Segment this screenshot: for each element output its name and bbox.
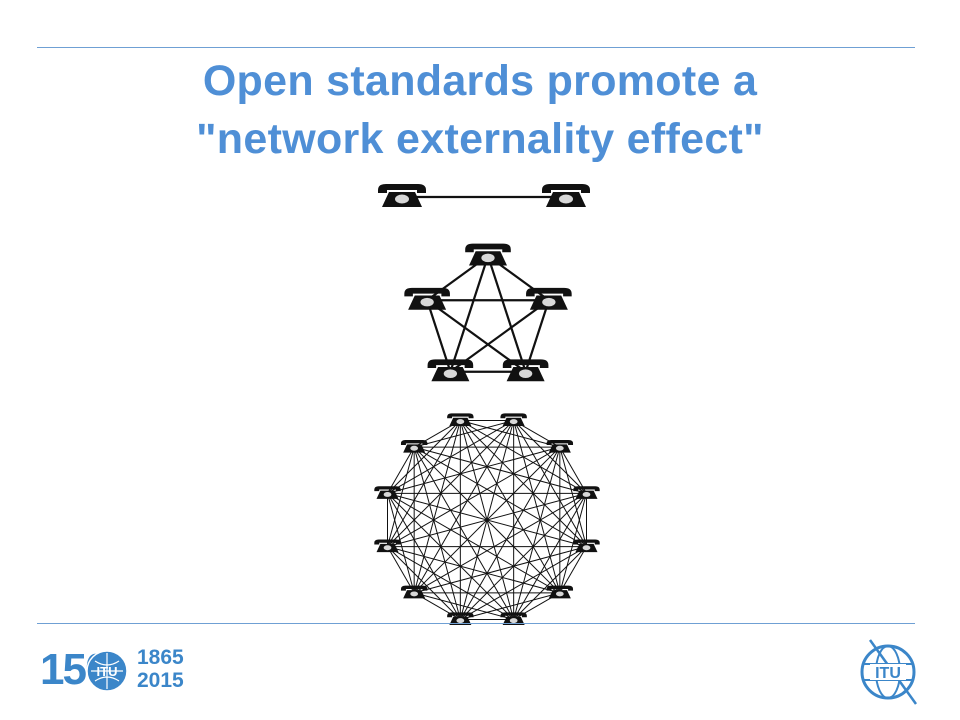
telephone-icon <box>465 243 511 266</box>
connection-line <box>459 420 515 620</box>
connection-line <box>387 546 461 620</box>
connection-line <box>387 546 415 594</box>
connection-line <box>459 420 561 594</box>
connection-line <box>387 447 415 547</box>
telephone-icon <box>573 539 600 553</box>
connection-line <box>413 447 461 620</box>
connection-line <box>559 546 587 594</box>
telephone-icon <box>447 413 474 427</box>
year-start: 1865 <box>137 646 184 669</box>
anniversary-years: 1865 2015 <box>137 646 184 692</box>
connection-line <box>559 446 587 494</box>
connection-line <box>387 420 461 547</box>
connection-line <box>387 492 561 594</box>
connection-line <box>413 420 461 593</box>
connection-line <box>413 446 515 620</box>
telephone-icon <box>378 184 426 207</box>
telephone-icon <box>400 440 428 453</box>
telephone-icon <box>573 486 600 499</box>
slide-title: Open standards promote a "network extern… <box>0 52 960 168</box>
year-end: 2015 <box>137 669 184 692</box>
telephone-icon <box>546 585 574 599</box>
logo-itu-text-right: ITU <box>875 665 901 682</box>
connection-line <box>387 446 415 494</box>
logo-itu-text: ITU <box>97 664 118 679</box>
connection-line <box>459 420 587 548</box>
telephone-icon <box>374 486 401 499</box>
telephone-icon <box>546 440 574 453</box>
connection-line <box>486 255 527 373</box>
title-line-2: "network externality effect" <box>196 115 764 163</box>
connection-line <box>414 446 587 494</box>
telephone-icon <box>447 612 474 625</box>
telephone-icon <box>500 612 527 625</box>
connection-line <box>449 255 490 373</box>
top-divider <box>37 47 915 48</box>
connection-line <box>413 492 587 594</box>
connection-line <box>387 492 515 620</box>
telephone-icon <box>427 359 474 382</box>
telephone-icon <box>374 539 401 553</box>
telephone-nodes <box>374 184 600 625</box>
telephone-icon <box>400 585 428 599</box>
connection-line <box>387 420 461 494</box>
telephone-icon <box>526 287 572 310</box>
itu-globe-logo: ITU <box>860 639 918 705</box>
telephone-icon <box>502 359 549 382</box>
telephone-icon <box>404 287 450 310</box>
connection-line <box>460 420 587 494</box>
itu-small-globe-icon: ITU <box>86 650 128 692</box>
itu-150-anniversary-logo: 150 ITU 1865 2015 <box>40 644 190 704</box>
connection-line <box>387 493 415 593</box>
connection-line <box>387 546 560 594</box>
connection-line <box>414 592 514 620</box>
bottom-divider <box>37 623 915 624</box>
telephone-icon <box>500 413 527 427</box>
connection-line <box>413 446 587 548</box>
connection-line <box>387 446 561 548</box>
connection-line <box>413 420 515 594</box>
connection-line <box>459 446 561 620</box>
telephone-icon <box>542 184 590 207</box>
title-line-1: Open standards promote a <box>202 57 758 105</box>
connection-line <box>460 420 560 448</box>
